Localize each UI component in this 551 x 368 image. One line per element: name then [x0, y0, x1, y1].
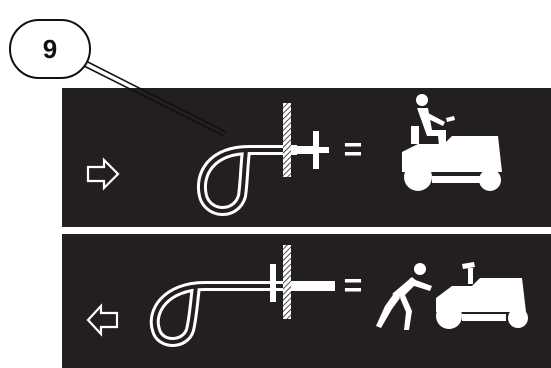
equals-sign: =	[344, 267, 363, 303]
panel-engaged: =	[62, 88, 551, 227]
lever-stop-icon	[270, 264, 276, 302]
lever-stop-icon	[313, 131, 319, 169]
hatched-wall-icon	[283, 245, 291, 319]
right-arrow-icon	[86, 157, 120, 191]
person-pushing-tractor-icon	[376, 262, 528, 330]
left-arrow-icon	[86, 303, 119, 337]
lever-rod-icon	[197, 103, 329, 216]
callout-leader-line	[71, 59, 225, 137]
riding-operator-on-tractor-icon	[402, 94, 502, 191]
callout-circle	[9, 19, 91, 79]
lever-rod-icon	[149, 245, 335, 347]
callout-number-9	[9, 19, 227, 137]
equals-sign: =	[344, 131, 363, 167]
panel-disengaged: =	[62, 234, 551, 368]
hatched-wall-icon	[283, 103, 291, 177]
callout-number: 9	[42, 33, 58, 64]
